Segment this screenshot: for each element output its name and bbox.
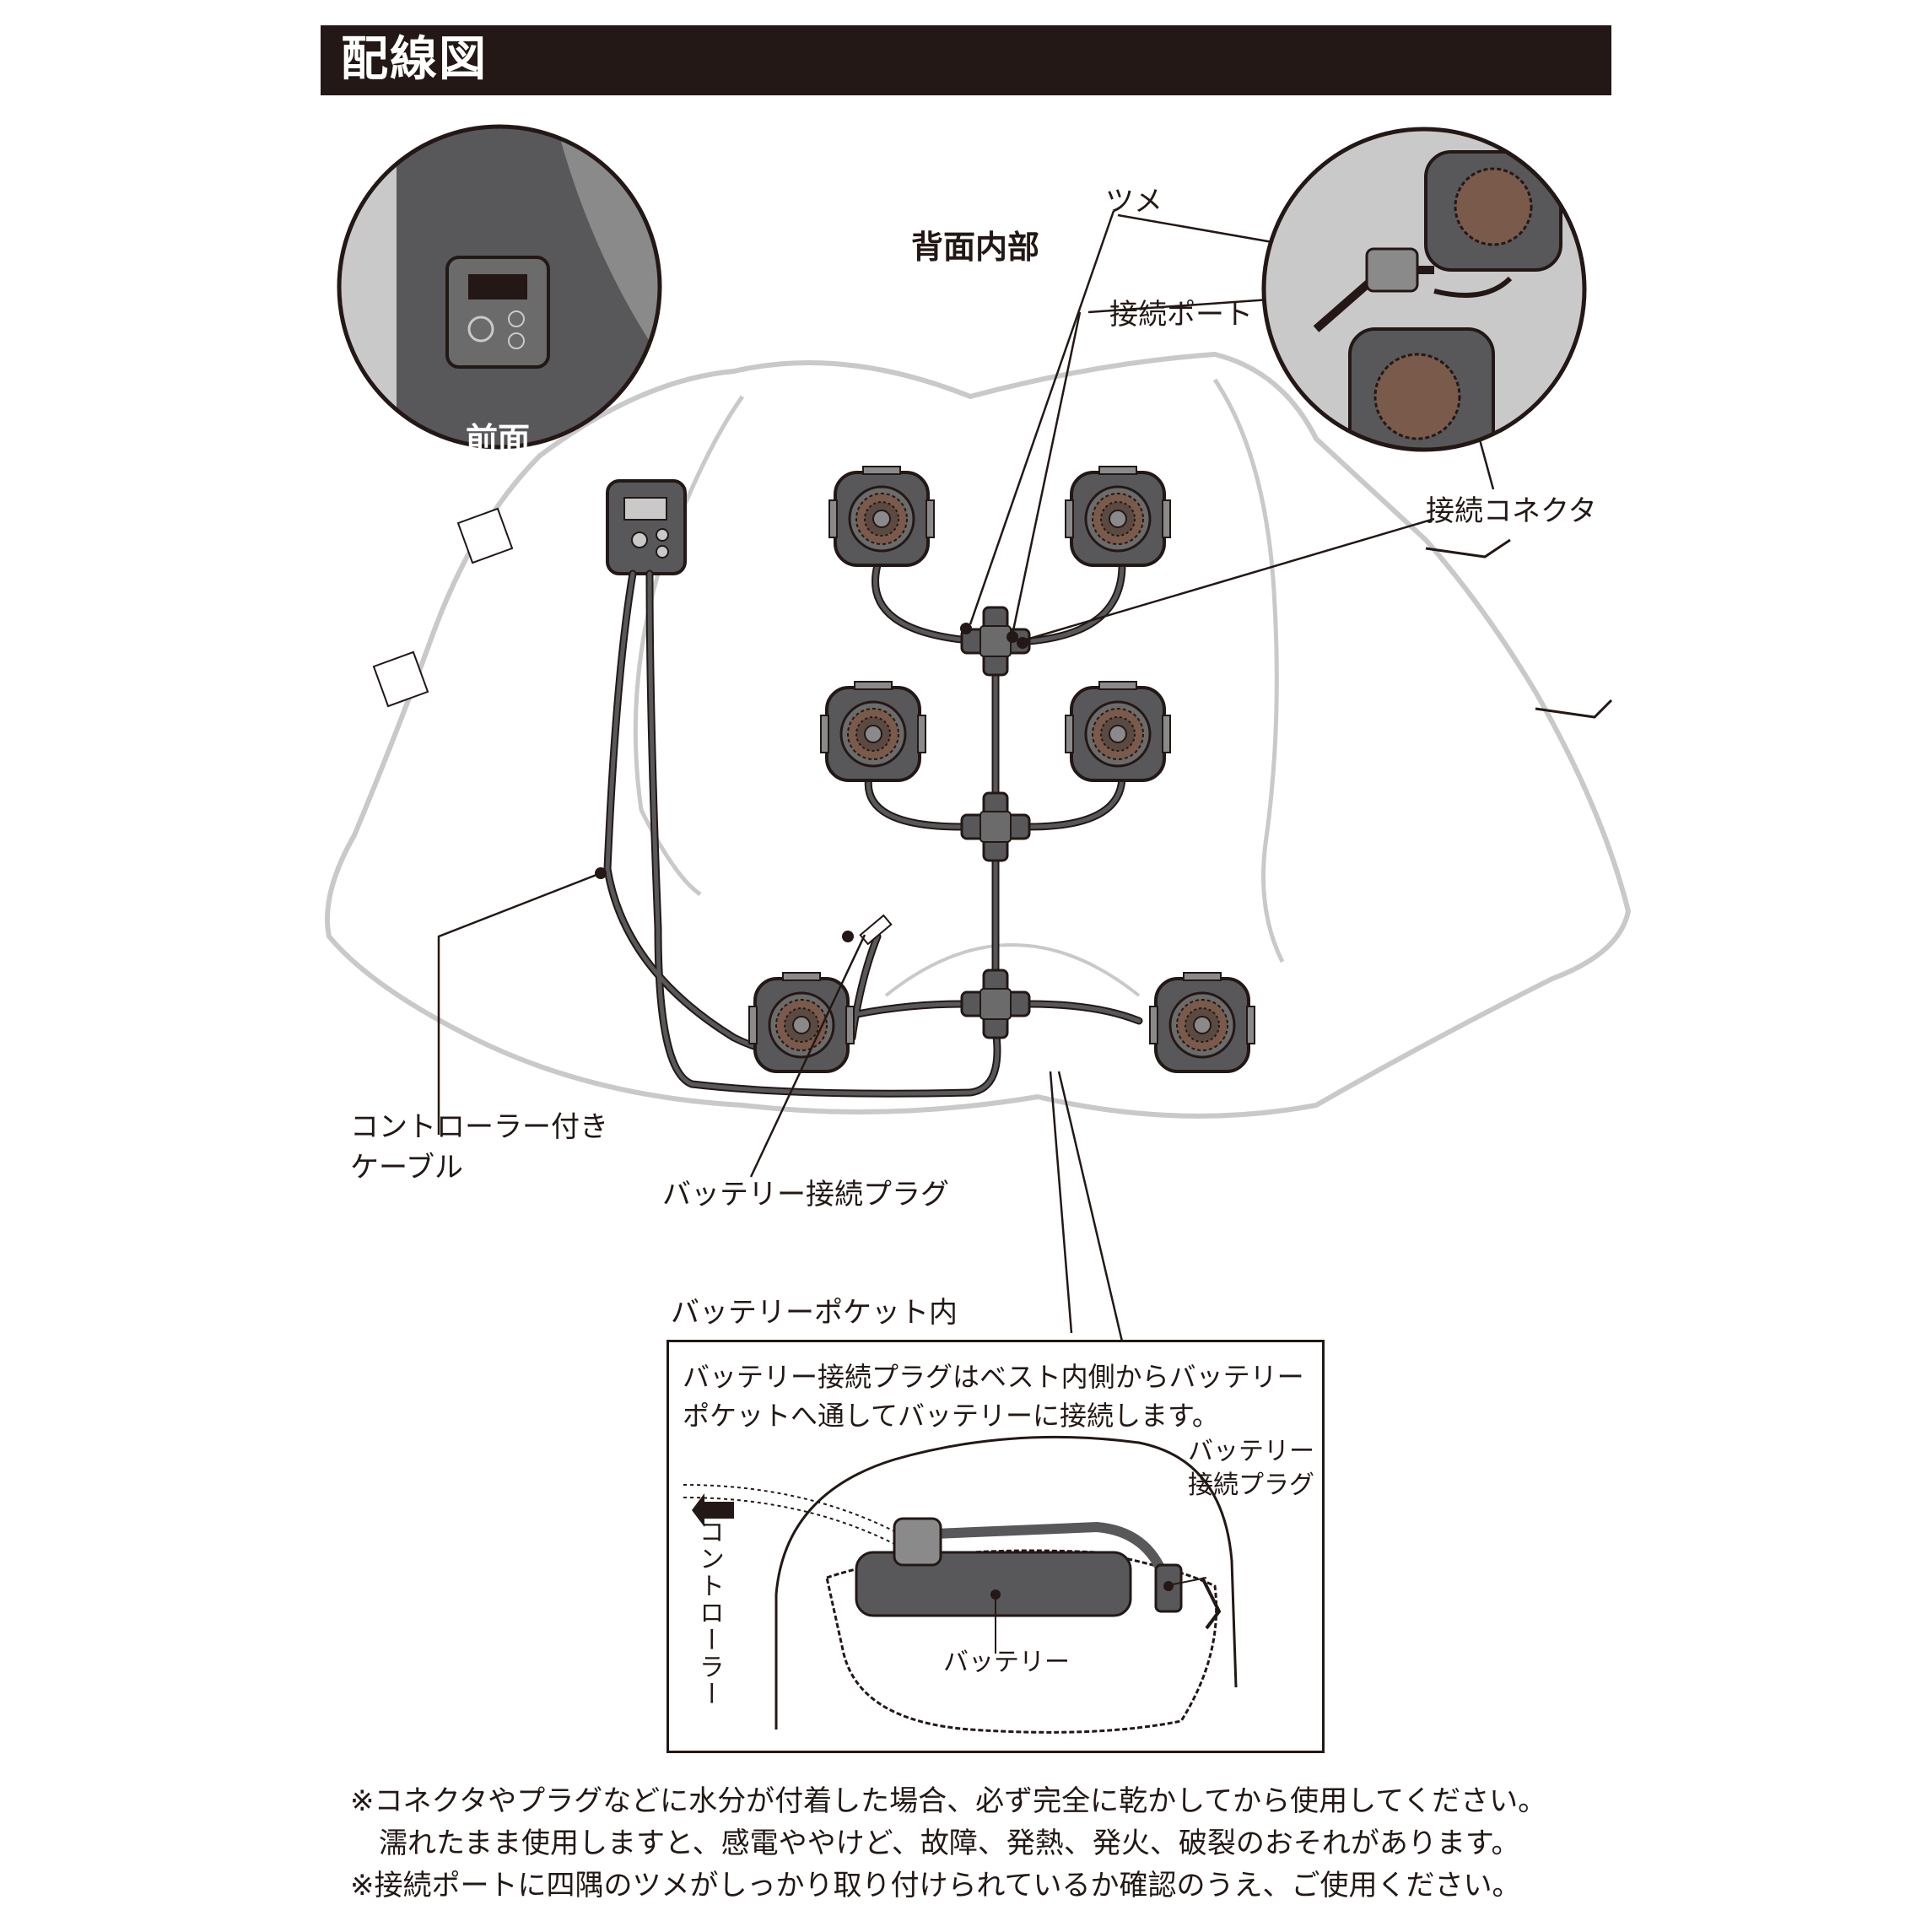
front-label: 前面 xyxy=(465,421,530,458)
vest-outline xyxy=(325,351,1632,1119)
back-inner-label: 背面内部 xyxy=(911,229,1040,266)
note-line-1: ※コネクタやプラグなどに水分が付着した場合、必ず完全に乾かしてから使用してくださ… xyxy=(350,1784,1547,1818)
pocket-box: バッテリー接続プラグはベスト内側からバッテリー ポケットへ通してバッテリーに接続… xyxy=(666,1340,1325,1753)
connection-port-label: 接続ポート xyxy=(1109,298,1253,332)
notes: ※コネクタやプラグなどに水分が付着した場合、必ず完全に乾かしてから使用してくださ… xyxy=(350,1780,1546,1907)
controller-cable-label-1: コントローラー付き xyxy=(350,1110,608,1144)
pocket-battery-label: バッテリー xyxy=(943,1648,1070,1677)
pocket-plug-label-1: バッテリー xyxy=(1188,1437,1314,1466)
pocket-description: バッテリー接続プラグはベスト内側からバッテリー ポケットへ通してバッテリーに接続… xyxy=(683,1357,1304,1435)
pocket-plug-label-2: 接続プラグ xyxy=(1188,1471,1314,1500)
pocket-text-line1: バッテリー接続プラグはベスト内側からバッテリー xyxy=(683,1361,1304,1393)
battery-plug-label: バッテリー接続プラグ xyxy=(662,1178,949,1212)
back-inset xyxy=(1261,127,1587,452)
pocket-illustration xyxy=(683,1435,1238,1734)
controller-cable-label-2: ケーブル xyxy=(350,1151,463,1185)
note-line-2: 濡れたまま使用しますと、感電ややけど、故障、発熱、発火、破裂のおそれがあります。 xyxy=(379,1827,1520,1860)
pocket-title: バッテリーポケット内 xyxy=(671,1296,958,1330)
note-line-3: ※接続ポートに四隅のツメがしっかり取り付けられているか確認のうえ、ご使用ください… xyxy=(350,1869,1521,1902)
header-bar: 配線図 xyxy=(321,25,1611,95)
page-title: 配線図 xyxy=(341,32,488,87)
tsume-label: ツメ xyxy=(1105,185,1163,219)
pocket-text-line2: ポケットへ通してバッテリーに接続します。 xyxy=(683,1400,1219,1432)
pocket-controller-label: コントローラー xyxy=(694,1519,724,1708)
connection-connector-label: 接続コネクタ xyxy=(1426,494,1597,528)
